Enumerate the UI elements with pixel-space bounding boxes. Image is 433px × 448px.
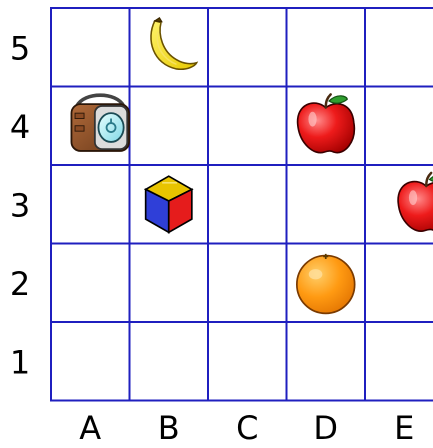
row-labels: 5 4 3 2 1 [10,29,30,381]
column-label-d: D [313,409,338,447]
apple-icon [298,94,355,152]
apple-icon [398,173,433,231]
orange-icon [297,254,355,314]
column-label-a: A [79,409,101,447]
banana-icon [151,18,197,69]
column-labels: A B C D E [79,409,414,447]
cube-icon [146,176,192,232]
radio-icon [71,95,129,151]
column-label-e: E [394,409,414,447]
grid-lines [51,8,433,401]
row-label-1: 1 [10,343,30,381]
grid-frame [51,8,433,401]
row-label-5: 5 [10,29,30,67]
column-label-c: C [236,409,258,447]
row-label-4: 4 [10,108,30,146]
row-label-2: 2 [10,265,30,303]
row-label-3: 3 [10,186,30,224]
column-label-b: B [158,409,180,447]
